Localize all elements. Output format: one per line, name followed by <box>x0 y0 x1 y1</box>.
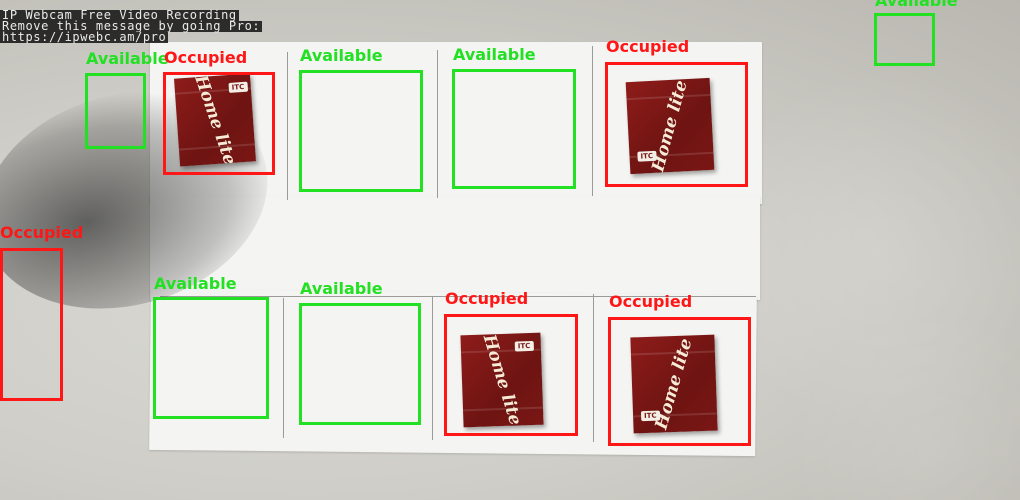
slot-status-label-10: Occupied <box>445 289 529 308</box>
watermark-overlay: IP Webcam Free Video Recording Remove th… <box>0 8 263 44</box>
parking-slot-11[interactable] <box>608 317 751 446</box>
slot-status-label-7: Occupied <box>0 223 84 242</box>
grid-line <box>592 46 593 196</box>
watermark-line-3: https://ipwebc.am/pro <box>0 30 169 44</box>
parking-slot-9[interactable] <box>299 303 421 425</box>
parking-slot-8[interactable] <box>153 297 269 419</box>
watermark-line-2: Remove this message by going Pro: <box>0 19 263 33</box>
slot-status-label-3: Available <box>300 46 383 65</box>
slot-status-label-8: Available <box>154 274 237 293</box>
parking-slot-5[interactable] <box>605 62 748 187</box>
grid-line <box>593 294 594 442</box>
parking-slot-7[interactable] <box>0 248 63 401</box>
parking-slot-4[interactable] <box>452 69 576 189</box>
grid-line <box>437 50 438 198</box>
slot-status-label-6: Available <box>875 0 958 10</box>
slot-status-label-2: Occupied <box>164 48 248 67</box>
watermark-line-1: IP Webcam Free Video Recording <box>0 8 239 22</box>
parking-slot-3[interactable] <box>299 70 423 192</box>
parking-slot-1[interactable] <box>85 73 146 149</box>
slot-status-label-1: Available <box>86 49 169 68</box>
grid-line <box>287 52 288 200</box>
slot-status-label-9: Available <box>300 279 383 298</box>
grid-line <box>160 296 756 297</box>
grid-line <box>432 296 433 440</box>
parking-slot-2[interactable] <box>163 72 275 175</box>
parking-slot-10[interactable] <box>444 314 578 436</box>
slot-status-label-11: Occupied <box>609 292 693 311</box>
slot-status-label-5: Occupied <box>606 37 690 56</box>
paper-sheet-middle <box>150 196 760 300</box>
slot-status-label-4: Available <box>453 45 536 64</box>
parking-slot-6[interactable] <box>874 13 935 66</box>
grid-line <box>283 298 284 438</box>
